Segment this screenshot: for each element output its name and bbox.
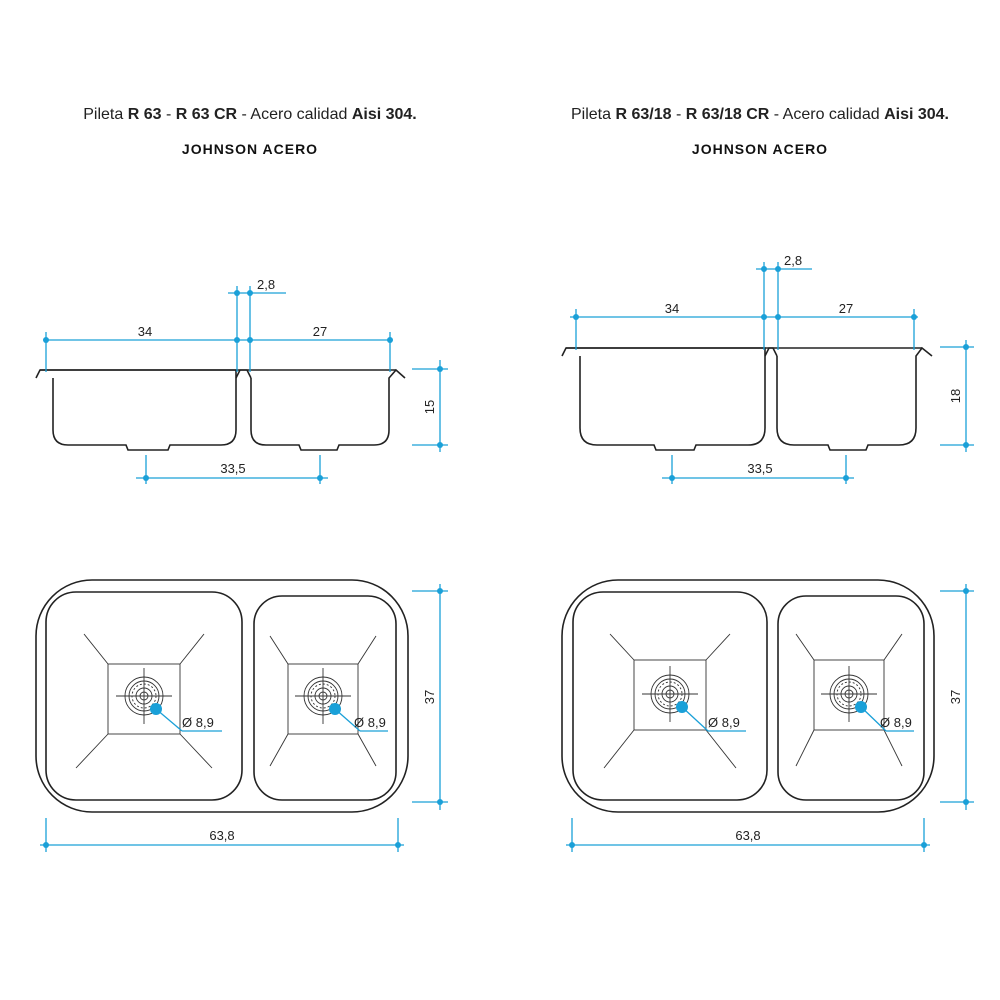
right-top-dimensions: Ø 8,9 Ø 8,9 37 63,8 <box>566 584 974 852</box>
dim-outer-depth: 37 <box>948 690 963 704</box>
title-prefix: Pileta <box>83 106 128 123</box>
right-side-dimensions: 34 27 2,8 33,5 18 <box>570 253 974 484</box>
dim-drain-big: Ø 8,9 <box>182 715 214 730</box>
model-code: R 63/18 <box>615 106 672 123</box>
dim-drain-spacing: 33,5 <box>220 461 245 476</box>
right-brand: JOHNSON ACERO <box>691 141 829 157</box>
title-material: - Acero calidad <box>237 106 352 123</box>
dim-small-width: 27 <box>313 324 327 339</box>
model-code: R 63 <box>127 106 162 123</box>
dim-small-width: 27 <box>839 301 853 316</box>
dim-drain-small: Ø 8,9 <box>354 715 386 730</box>
dim-depth: 15 <box>422 400 437 414</box>
dim-big-width: 34 <box>665 301 679 316</box>
dim-drain-spacing: 33,5 <box>747 461 772 476</box>
right-side-view <box>561 346 933 451</box>
dim-depth: 18 <box>948 389 963 403</box>
title-prefix: Pileta <box>571 106 616 123</box>
model-code-cr: R 63 CR <box>175 106 238 123</box>
dim-big-width: 34 <box>138 324 152 339</box>
dim-gap: 2,8 <box>257 277 275 292</box>
title-separator: - <box>671 106 686 123</box>
left-top-dimensions: Ø 8,9 Ø 8,9 37 63,8 <box>40 584 448 852</box>
left-top-view <box>35 579 409 813</box>
right-top-view <box>561 579 935 813</box>
left-title: Pileta R 63 - R 63 CR - Acero calidad Ai… <box>0 106 500 124</box>
title-separator: - <box>161 106 176 123</box>
title-material: - Acero calidad <box>769 106 885 123</box>
model-code-cr: R 63/18 CR <box>685 106 770 123</box>
dim-outer-width: 63,8 <box>209 828 234 843</box>
dim-drain-small: Ø 8,9 <box>880 715 912 730</box>
dim-outer-depth: 37 <box>422 690 437 704</box>
right-title: Pileta R 63/18 - R 63/18 CR - Acero cali… <box>510 106 1000 124</box>
left-side-dimensions: 34 27 2,8 33,5 15 <box>43 277 448 484</box>
left-brand: JOHNSON ACERO <box>181 141 319 157</box>
dim-drain-big: Ø 8,9 <box>708 715 740 730</box>
dim-gap: 2,8 <box>784 253 802 268</box>
dim-outer-width: 63,8 <box>735 828 760 843</box>
steel-grade: Aisi 304. <box>351 106 417 123</box>
left-side-view <box>35 368 406 451</box>
steel-grade: Aisi 304. <box>884 106 949 123</box>
